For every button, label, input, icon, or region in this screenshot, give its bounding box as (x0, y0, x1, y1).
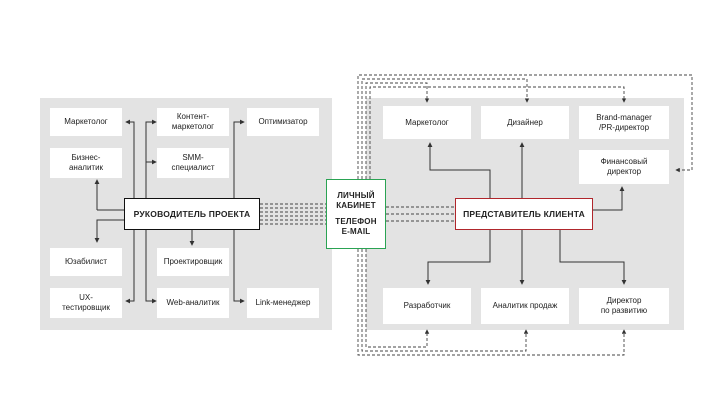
role-usability: Юзабилист (50, 248, 122, 276)
role-business-analyst: Бизнес- аналитик (50, 148, 122, 178)
role-content-marketer: Контент- маркетолог (157, 108, 229, 136)
contact-channels-box: ЛИЧНЫЙ КАБИНЕТ ТЕЛЕФОН E-MAIL (326, 179, 386, 249)
role-link-manager: Link-менеджер (247, 288, 319, 318)
role-marketer-left: Маркетолог (50, 108, 122, 136)
role-finance-director: Финансовый директор (579, 150, 669, 184)
role-marketer-right: Маркетолог (383, 106, 471, 139)
role-brand-manager: Brand-manager /PR-директор (579, 106, 669, 139)
project-manager-box: РУКОВОДИТЕЛЬ ПРОЕКТА (124, 198, 260, 230)
role-ia-designer: Проектировщик (157, 248, 229, 276)
role-development-director: Директор по развитию (579, 288, 669, 324)
role-sales-analyst: Аналитик продаж (481, 288, 569, 324)
role-designer: Дизайнер (481, 106, 569, 139)
phone-email-label: ТЕЛЕФОН E-MAIL (335, 217, 377, 236)
role-ux-tester: UX- тестировщик (50, 288, 122, 318)
role-optimizer: Оптимизатор (247, 108, 319, 136)
client-representative-box: ПРЕДСТАВИТЕЛЬ КЛИЕНТА (455, 198, 593, 230)
role-developer: Разработчик (383, 288, 471, 324)
personal-account-label: ЛИЧНЫЙ КАБИНЕТ (336, 191, 376, 210)
role-smm-specialist: SMM- специалист (157, 148, 229, 178)
role-web-analyst: Web-аналитик (157, 288, 229, 318)
